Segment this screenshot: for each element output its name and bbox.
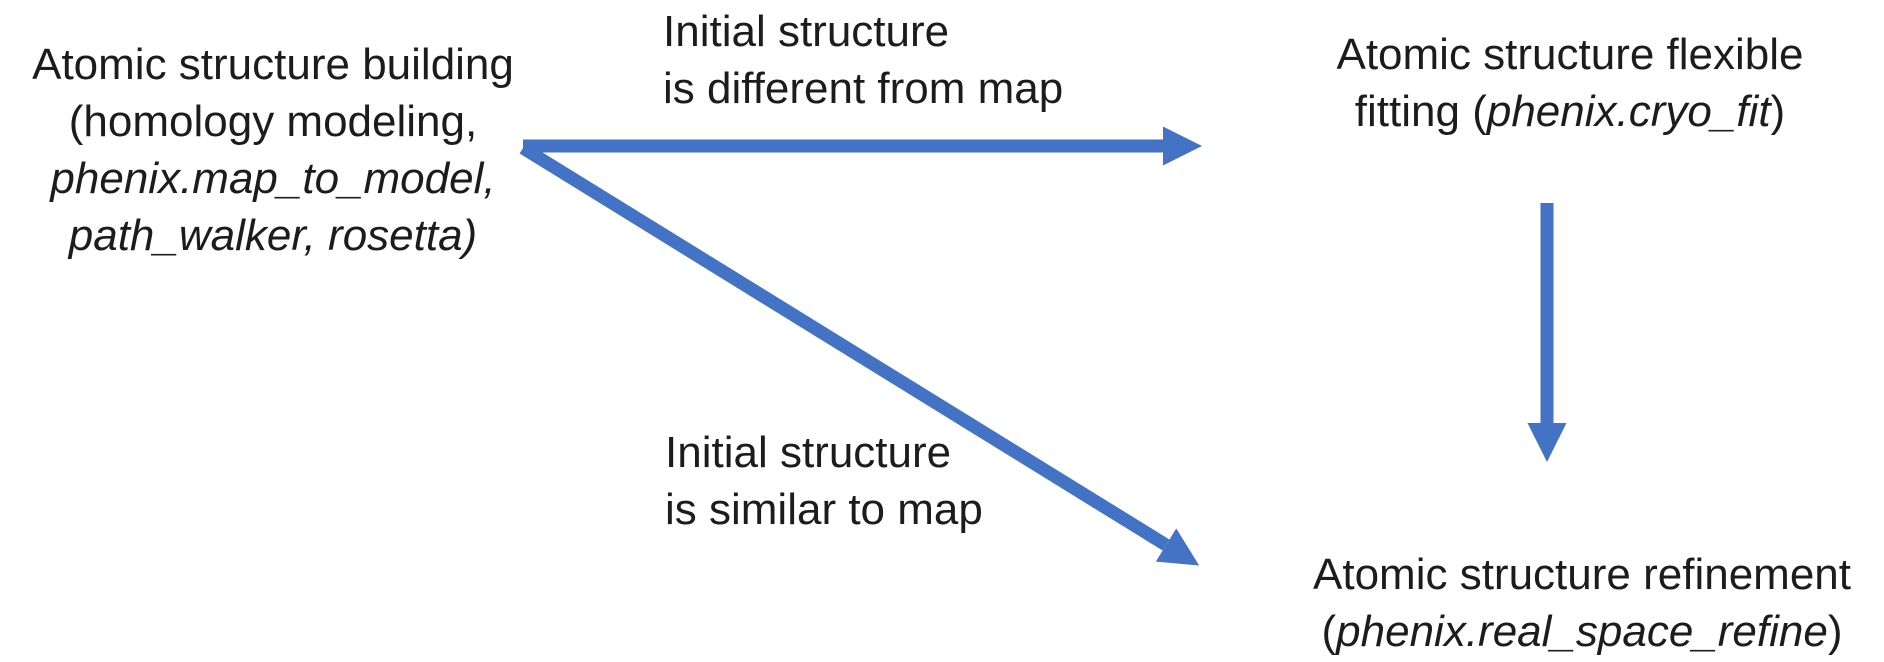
node-fitting-line2-suffix: )	[1770, 87, 1786, 136]
node-fitting-line1: Atomic structure flexible	[1336, 30, 1804, 79]
node-fitting-line2-prefix: fitting (	[1354, 87, 1487, 136]
edge-label-similar-line1: Initial structure	[665, 428, 952, 477]
edge-label-similar-to-map: Initial structure is similar to map	[665, 424, 1185, 538]
node-refinement-line2: (phenix.real_space_refine)	[1280, 603, 1884, 660]
node-refinement-line1: Atomic structure refinement	[1313, 550, 1851, 599]
edge-label-different-line1: Initial structure	[663, 7, 950, 56]
edge-label-different-from-map: Initial structure is different from map	[663, 3, 1283, 117]
node-building-line1: Atomic structure building	[32, 40, 514, 89]
node-atomic-structure-refinement: Atomic structure refinement (phenix.real…	[1280, 546, 1884, 660]
edge-label-different-line2: is different from map	[663, 64, 1064, 113]
arrow-building-to-refinement	[519, 142, 1200, 566]
node-fitting-line2-program: phenix.cryo_fit	[1486, 87, 1771, 136]
node-refinement-line2-prefix: (	[1321, 607, 1337, 656]
node-fitting-line2: fitting (phenix.cryo_fit)	[1290, 83, 1850, 140]
node-refinement-line2-suffix: )	[1827, 607, 1843, 656]
node-building-line3: phenix.map_to_model,	[50, 154, 496, 203]
node-atomic-structure-building: Atomic structure building (homology mode…	[8, 36, 538, 264]
edge-label-similar-line2: is similar to map	[665, 485, 983, 534]
node-building-line4: path_walker, rosetta)	[68, 211, 478, 260]
node-atomic-structure-flexible-fitting: Atomic structure flexible fitting (pheni…	[1290, 26, 1850, 140]
node-building-line2: (homology modeling,	[68, 97, 478, 146]
node-refinement-line2-program: phenix.real_space_refine	[1336, 607, 1828, 656]
